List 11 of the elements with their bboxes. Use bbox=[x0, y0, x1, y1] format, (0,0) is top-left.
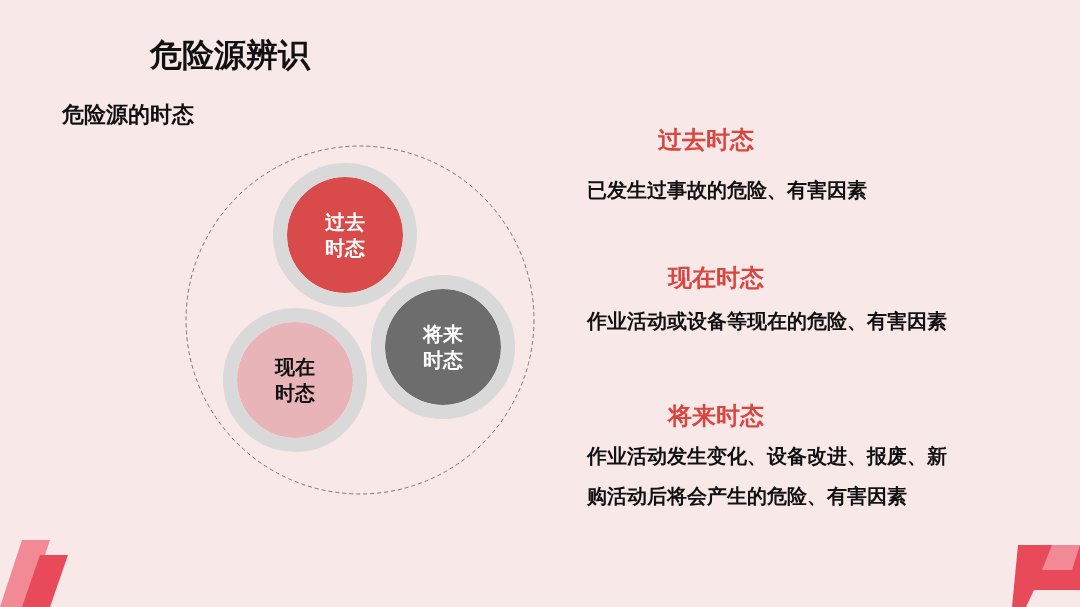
heading: 将来时态 bbox=[668, 401, 764, 432]
heading: 过去时态 bbox=[658, 125, 754, 156]
title: 危险源辨识 bbox=[150, 35, 310, 76]
description: 已发生过事故的危险、有害因素 bbox=[587, 177, 867, 204]
subtitle: 危险源的时态 bbox=[62, 101, 194, 129]
description: 作业活动发生变化、设备改进、报废、新购活动后将会产生的危险、有害因素 bbox=[587, 443, 948, 510]
heading: 现在时态 bbox=[668, 263, 764, 294]
circle-label: 过去时态 bbox=[324, 209, 366, 261]
circle-label: 现在时态 bbox=[273, 354, 316, 406]
description: 作业活动或设备等现在的危险、有害因素 bbox=[587, 308, 947, 335]
circle-label: 将来时态 bbox=[421, 321, 464, 373]
